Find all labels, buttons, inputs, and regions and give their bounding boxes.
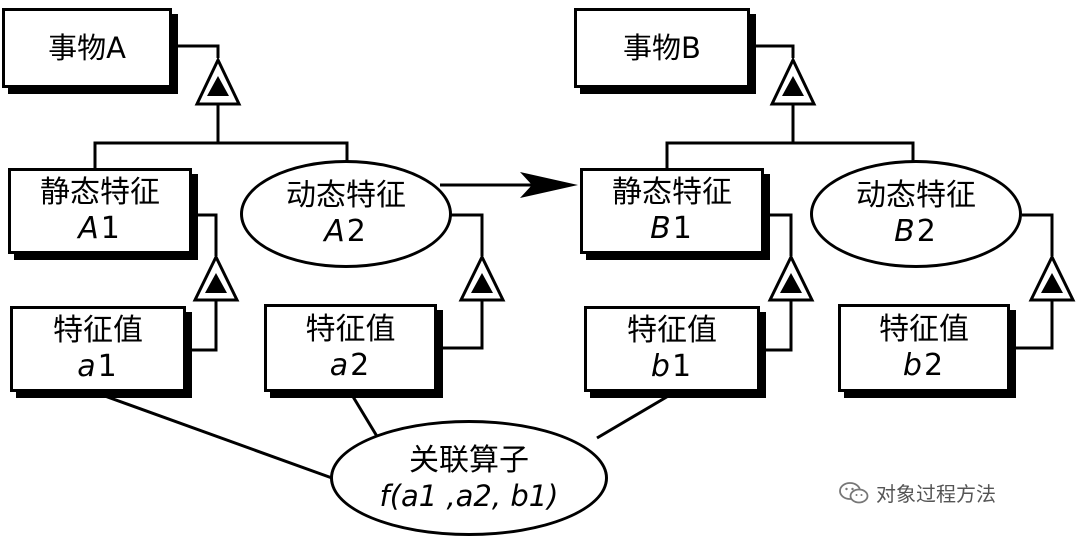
value-a2-label: 特征值 xyxy=(305,312,396,347)
link-b2-feature xyxy=(1022,213,1054,256)
static-feature-b1-id: B1 xyxy=(650,211,694,246)
value-b1-label: 特征值 xyxy=(627,313,717,348)
thing-a-title: 事物A xyxy=(48,30,126,65)
value-a1-id: a1 xyxy=(77,349,119,384)
link-a1-to-operator xyxy=(101,393,333,480)
value-b2-id: b2 xyxy=(902,348,946,383)
link-b2-value xyxy=(1010,300,1054,350)
aggregation-triangle-a xyxy=(194,56,242,106)
static-feature-a1: 静态特征 A1 xyxy=(8,168,192,254)
value-a2: 特征值 a2 xyxy=(264,304,437,392)
dynamic-feature-b2: 动态特征 B2 xyxy=(810,160,1022,268)
thing-b-title: 事物B xyxy=(623,30,701,65)
dynamic-feature-a2-id: A2 xyxy=(324,214,368,249)
value-a1: 特征值 a1 xyxy=(10,306,186,392)
relation-operator: 关联算子 f(a1 ,a2, b1) xyxy=(330,420,608,536)
link-thing-b-to-triangle xyxy=(750,44,795,58)
static-feature-b1: 静态特征 B1 xyxy=(580,168,764,254)
link-thing-a-to-triangle xyxy=(172,44,220,58)
watermark-text: 对象过程方法 xyxy=(876,482,996,506)
watermark: 对象过程方法 xyxy=(838,478,996,507)
dynamic-feature-a2: 动态特征 A2 xyxy=(240,160,452,268)
aggregation-triangle-b xyxy=(769,56,817,106)
link-a1-value xyxy=(186,300,218,352)
link-b1-to-operator xyxy=(596,393,671,440)
value-b1: 特征值 b1 xyxy=(584,306,760,392)
wechat-icon xyxy=(839,481,869,503)
thing-b-box: 事物B xyxy=(574,8,750,88)
relation-operator-formula: f(a1 ,a2, b1) xyxy=(379,478,559,513)
link-b1-feature xyxy=(764,213,793,256)
value-a1-label: 特征值 xyxy=(53,313,143,348)
thing-a-box: 事物A xyxy=(2,8,172,88)
dynamic-feature-a2-label: 动态特征 xyxy=(286,178,406,213)
exhibition-triangle-a1 xyxy=(192,253,240,302)
tree-branch-b xyxy=(665,141,915,168)
value-b2: 特征值 b2 xyxy=(838,304,1010,392)
value-a2-id: a2 xyxy=(329,348,372,383)
link-a1-feature xyxy=(192,213,218,256)
link-a2-feature xyxy=(450,213,484,256)
relation-operator-label: 关联算子 xyxy=(409,442,529,478)
link-a2-to-operator xyxy=(350,394,380,439)
dynamic-feature-b2-id: B2 xyxy=(894,214,938,249)
static-feature-a1-label: 静态特征 xyxy=(40,175,160,210)
static-feature-a1-id: A1 xyxy=(78,211,122,246)
tree-branch-a xyxy=(93,141,349,168)
link-b1-value xyxy=(760,300,793,352)
exhibition-triangle-b2 xyxy=(1028,253,1076,302)
value-b1-id: b1 xyxy=(650,349,694,384)
dynamic-feature-b2-label: 动态特征 xyxy=(856,178,976,213)
link-a2-value xyxy=(437,300,484,350)
static-feature-b1-label: 静态特征 xyxy=(612,175,732,210)
exhibition-triangle-a2 xyxy=(458,253,506,302)
value-b2-label: 特征值 xyxy=(879,312,969,347)
exhibition-triangle-b1 xyxy=(767,253,815,302)
effect-arrow-head xyxy=(520,172,578,198)
